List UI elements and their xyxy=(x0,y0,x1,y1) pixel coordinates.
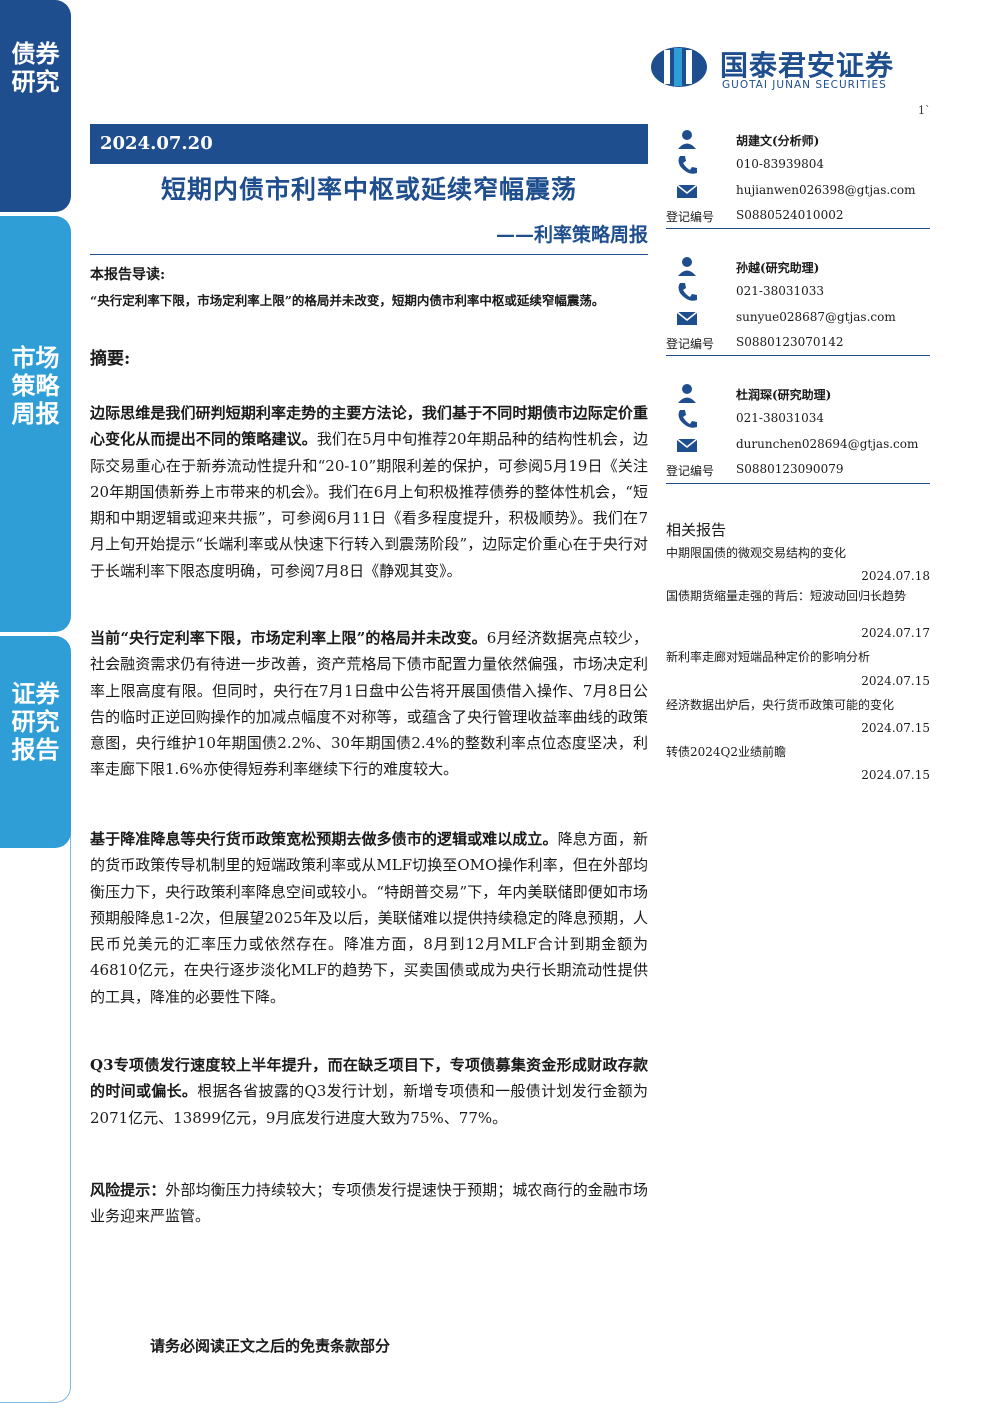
paragraph-3-lead: 基于降准降息等央行货币政策宽松预期去做多债市的逻辑或难以成立。 xyxy=(90,830,558,848)
person-icon xyxy=(678,384,696,403)
paragraph-3-text: 降息方面，新的货币政策传导机制里的短端政策利率或从MLF切换至OMO操作利率，但… xyxy=(90,830,648,1006)
sidebar-tab-report xyxy=(0,636,71,848)
related-report-link[interactable]: 新利率走廊对短端品种定价的影响分析 xyxy=(666,650,871,664)
phone-icon xyxy=(678,283,697,301)
paragraph-1-lead: 边际思维是我们研判短期利率走势的主要方法论，我们基于不同时期债市边际定价重心变化… xyxy=(90,404,648,449)
sidebar-tab3-label: 证券研究报告 xyxy=(11,680,60,764)
summary-paragraph-5: 风险提示：外部均衡压力持续较大；专项债发行提速快于预期；城农商行的金融市场业务迎… xyxy=(90,1177,648,1230)
email-icon xyxy=(676,438,698,452)
sidebar: 债券研究 市场策略周报 证券研究报告 xyxy=(0,0,71,1403)
related-report-date: 2024.07.15 xyxy=(861,721,930,735)
related-report-link[interactable]: 中期限国债的微观交易结构的变化 xyxy=(666,546,847,560)
page-number: 1` xyxy=(918,104,931,117)
analyst-card-3: 杜润琛(研究助理) 021-38031034 durunchen028694@g… xyxy=(666,382,930,482)
analyst-2-phone: 021-38031033 xyxy=(736,284,825,298)
related-report-date: 2024.07.17 xyxy=(861,626,930,640)
report-subtitle: ——利率策略周报 xyxy=(495,224,648,246)
divider xyxy=(90,254,648,255)
summary-paragraph-1: 边际思维是我们研判短期利率走势的主要方法论，我们基于不同时期债市边际定价重心变化… xyxy=(90,400,648,584)
logo-text-en: GUOTAI JUNAN SECURITIES xyxy=(722,79,887,91)
summary-paragraph-2: 当前“央行定利率下限，市场定利率上限”的格局并未改变。6月经济数据亮点较少，社会… xyxy=(90,625,648,783)
paragraph-5-lead: 风险提示： xyxy=(90,1181,166,1199)
analyst-divider xyxy=(666,228,930,229)
summary-heading: 摘要: xyxy=(90,349,131,369)
analyst-divider xyxy=(666,355,930,356)
related-report-date: 2024.07.18 xyxy=(861,569,930,583)
phone-icon xyxy=(678,156,697,174)
email-icon xyxy=(676,184,698,198)
related-report-date: 2024.07.15 xyxy=(861,768,930,782)
related-report-link[interactable]: 国债期货缩量走强的背后：短波动回归长趋势 xyxy=(666,589,907,603)
analyst-1-reg-label: 登记编号 xyxy=(666,210,715,224)
sidebar-tab1-label: 债券研究 xyxy=(11,40,60,96)
company-logo-icon xyxy=(651,47,707,87)
email-icon xyxy=(676,311,698,325)
analyst-1-reg: S0880524010002 xyxy=(736,208,844,222)
logo-text-cn: 国泰君安证券 xyxy=(720,49,895,82)
guide-heading: 本报告导读: xyxy=(90,267,166,283)
related-report-date: 2024.07.15 xyxy=(861,674,930,688)
paragraph-4-lead: Q3专项债发行速度较上半年提升，而在缺乏项目下，专项债募集资金形成财政存款的时间… xyxy=(90,1056,648,1101)
analyst-2-reg-label: 登记编号 xyxy=(666,337,715,351)
paragraph-2-lead: 当前“央行定利率下限，市场定利率上限”的格局并未改变。 xyxy=(90,629,487,647)
paragraph-1-text: 我们在5月中旬推荐20年期品种的结构性机会，边际交易重心在于新券流动性提升和“2… xyxy=(90,430,648,580)
paragraph-2-text: 6月经济数据亮点较少，社会融资需求仍有待进一步改善，资产荒格局下债市配置力量依然… xyxy=(90,629,648,779)
analyst-3-email: durunchen028694@gtjas.com xyxy=(736,437,919,451)
related-report-link[interactable]: 经济数据出炉后，央行货币政策可能的变化 xyxy=(666,698,895,712)
analyst-divider xyxy=(666,483,930,484)
analyst-2-name: 孙越(研究助理) xyxy=(736,261,820,275)
analyst-1-phone: 010-83939804 xyxy=(736,157,825,171)
sidebar-tab2-label: 市场策略周报 xyxy=(11,344,60,428)
person-icon xyxy=(678,130,696,149)
analyst-1-name: 胡建文(分析师) xyxy=(736,134,820,148)
disclaimer-footer: 请务必阅读正文之后的免责条款部分 xyxy=(150,1337,391,1355)
analyst-3-name: 杜润琛(研究助理) xyxy=(736,388,832,402)
paragraph-4-text: 根据各省披露的Q3发行计划，新增专项债和一般债计划发行金额为2071亿元、138… xyxy=(90,1082,648,1127)
analyst-3-reg: S0880123090079 xyxy=(736,462,844,476)
paragraph-5-text: 外部均衡压力持续较大；专项债发行提速快于预期；城农商行的金融市场业务迎来严监管。 xyxy=(90,1181,648,1226)
report-title: 短期内债市利率中枢或延续窄幅震荡 xyxy=(160,175,577,204)
analyst-3-reg-label: 登记编号 xyxy=(666,464,715,478)
phone-icon xyxy=(678,410,697,428)
sidebar-tab-bond-research xyxy=(0,0,71,212)
analyst-2-reg: S0880123070142 xyxy=(736,335,844,349)
summary-paragraph-4: Q3专项债发行速度较上半年提升，而在缺乏项目下，专项债募集资金形成财政存款的时间… xyxy=(90,1052,648,1131)
analyst-2-email: sunyue028687@gtjas.com xyxy=(736,310,896,324)
sidebar-tab-weekly xyxy=(0,216,71,632)
related-report-link[interactable]: 转债2024Q2业绩前瞻 xyxy=(666,745,787,759)
summary-paragraph-3: 基于降准降息等央行货币政策宽松预期去做多债市的逻辑或难以成立。降息方面，新的货币… xyxy=(90,826,648,1010)
analyst-3-phone: 021-38031034 xyxy=(736,411,825,425)
person-icon xyxy=(678,257,696,276)
report-date: 2024.07.20 xyxy=(100,133,213,154)
analyst-card-2: 孙越(研究助理) 021-38031033 sunyue028687@gtjas… xyxy=(666,255,930,355)
guide-body: “央行定利率下限，市场定利率上限”的格局并未改变，短期内债市利率中枢或延续窄幅震… xyxy=(90,293,605,308)
analyst-card-1: 胡建文(分析师) 010-83939804 hujianwen026398@gt… xyxy=(666,128,930,228)
related-reports-heading: 相关报告 xyxy=(666,521,727,539)
date-bar: 2024.07.20 xyxy=(90,124,648,164)
analyst-1-email: hujianwen026398@gtjas.com xyxy=(736,183,916,197)
